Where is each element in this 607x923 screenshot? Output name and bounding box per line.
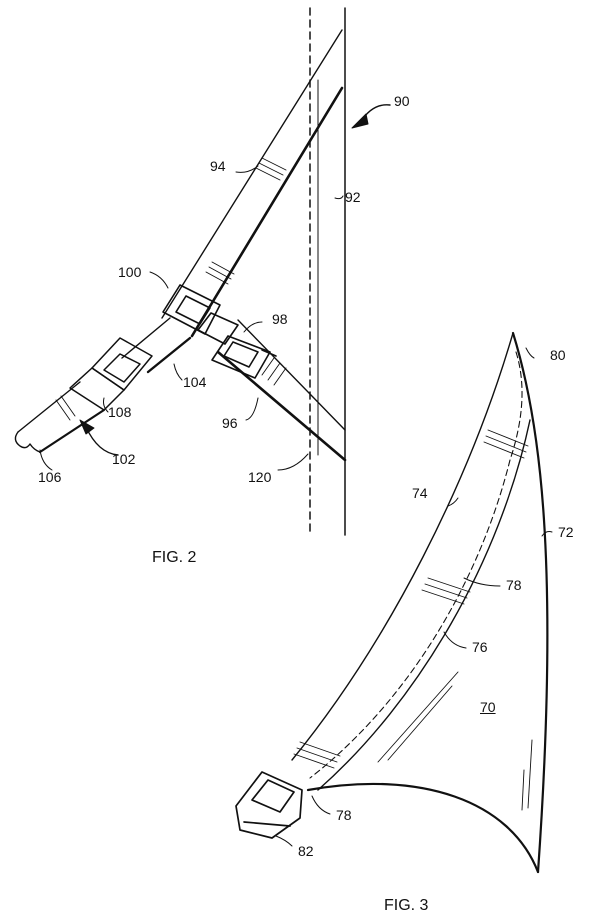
label-72: 72 [558, 524, 574, 540]
webbing-cut-end [14, 431, 41, 453]
fig2-drawing [14, 7, 391, 536]
label-104: 104 [183, 374, 207, 390]
buckle-100 [162, 284, 221, 335]
label-82: 82 [298, 843, 314, 859]
belt-band-right-edge [317, 419, 531, 791]
fig2-caption: FIG. 2 [152, 549, 197, 566]
internal-dashed-line-76 [309, 351, 523, 779]
shoulder-belt-edge-inner [190, 86, 344, 338]
label-108: 108 [108, 404, 132, 420]
label-98: 98 [272, 311, 288, 327]
band-stitching-78 [293, 429, 529, 769]
shading-lines [377, 671, 533, 811]
belt-band-left-edge [291, 332, 514, 761]
label-80: 80 [550, 347, 566, 363]
lap-belt-edge-lower [216, 350, 347, 462]
label-120: 120 [248, 469, 272, 485]
label-78-upper: 78 [506, 577, 522, 593]
buckle-82 [235, 771, 303, 839]
shoulder-belt-edge-outer [161, 29, 343, 319]
airbag-right-edge-72 [511, 331, 549, 874]
arrow-102-head [79, 419, 95, 435]
label-70: 70 [480, 699, 496, 715]
buckle-98 [197, 312, 277, 379]
arrow-90-head [351, 113, 369, 129]
webbing-end-bottom [38, 408, 106, 454]
label-96: 96 [222, 415, 238, 431]
fig3-leader-lines [275, 347, 553, 847]
webbing-end-stitching [55, 395, 76, 421]
label-78-lower: 78 [336, 807, 352, 823]
belt-stitching-marks [205, 157, 287, 285]
label-94: 94 [210, 158, 226, 174]
connector-belt-top [121, 317, 171, 359]
label-100: 100 [118, 264, 142, 280]
fig3-drawing [235, 331, 553, 874]
webbing-end-top [17, 381, 81, 433]
label-76: 76 [472, 639, 488, 655]
fig3-caption: FIG. 3 [384, 897, 429, 914]
connector-belt-bottom [146, 336, 192, 374]
airbag-bottom-edge [306, 782, 540, 874]
label-106: 106 [38, 469, 62, 485]
lap-belt-stitching [261, 357, 287, 386]
label-74: 74 [412, 485, 428, 501]
label-90: 90 [394, 93, 410, 109]
lap-belt-edge-upper [237, 319, 346, 431]
latch-plate-108 [69, 337, 153, 411]
fig2-leader-lines [39, 165, 344, 471]
label-102: 102 [112, 451, 136, 467]
label-92: 92 [345, 189, 361, 205]
